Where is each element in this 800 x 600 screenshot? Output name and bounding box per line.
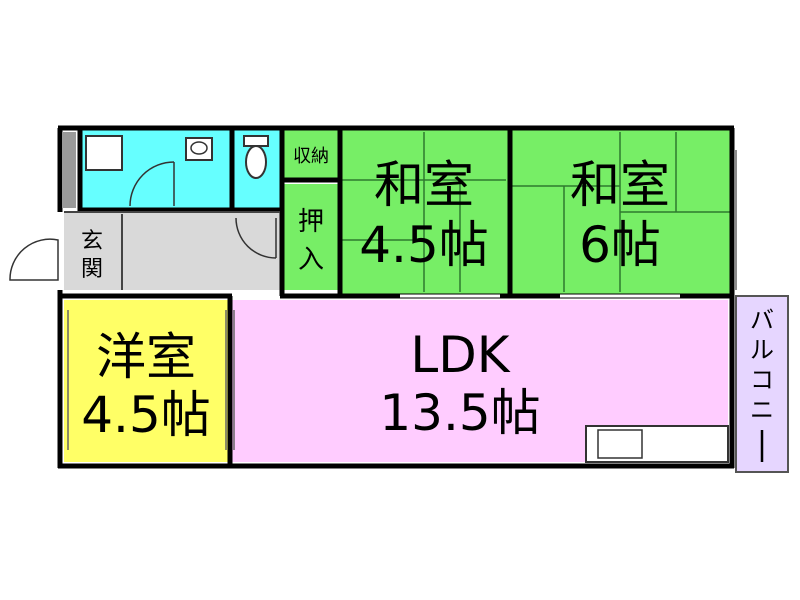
window-marks	[67, 150, 737, 450]
washroom-door-icon	[129, 161, 175, 207]
closet-fill	[284, 184, 340, 290]
japanese-room-2-size: 6帖	[579, 216, 661, 274]
western-room-name: 洋室	[96, 328, 196, 386]
walls	[57, 125, 735, 469]
storage-label: 収納	[293, 146, 329, 167]
entrance-label-2: 関	[81, 257, 103, 282]
closet-label-2: 入	[298, 245, 324, 275]
washbasin-icon	[85, 135, 123, 171]
entrance-label-1: 玄	[81, 229, 103, 254]
ldk-size: 13.5帖	[379, 384, 540, 442]
balcony-char-3: コ	[750, 366, 774, 394]
hallway-fill	[64, 212, 280, 290]
japanese-room-1-name: 和室	[374, 156, 474, 214]
western-room-size: 4.5帖	[81, 386, 211, 444]
balcony-char-1: バ	[750, 306, 774, 334]
sink-icon	[185, 137, 213, 161]
ldk-name: LDK	[410, 326, 510, 384]
wall-pillar	[62, 132, 76, 208]
tatami-lines-room-1	[342, 132, 506, 292]
japanese-room-1-size: 4.5帖	[359, 216, 489, 274]
balcony-char-4: ニ	[750, 396, 774, 424]
toilet-door-icon	[235, 217, 277, 259]
tatami-lines-room-2	[512, 132, 730, 292]
storage-fill	[284, 130, 340, 178]
balcony-char-2: ル	[750, 336, 774, 364]
japanese-room-2-name: 和室	[570, 156, 670, 214]
entrance-door-icon	[9, 238, 59, 281]
western-room-fill	[64, 300, 228, 462]
kitchen-counter	[585, 425, 729, 463]
closet-label-1: 押	[298, 207, 324, 237]
toilet-icon	[243, 135, 269, 179]
